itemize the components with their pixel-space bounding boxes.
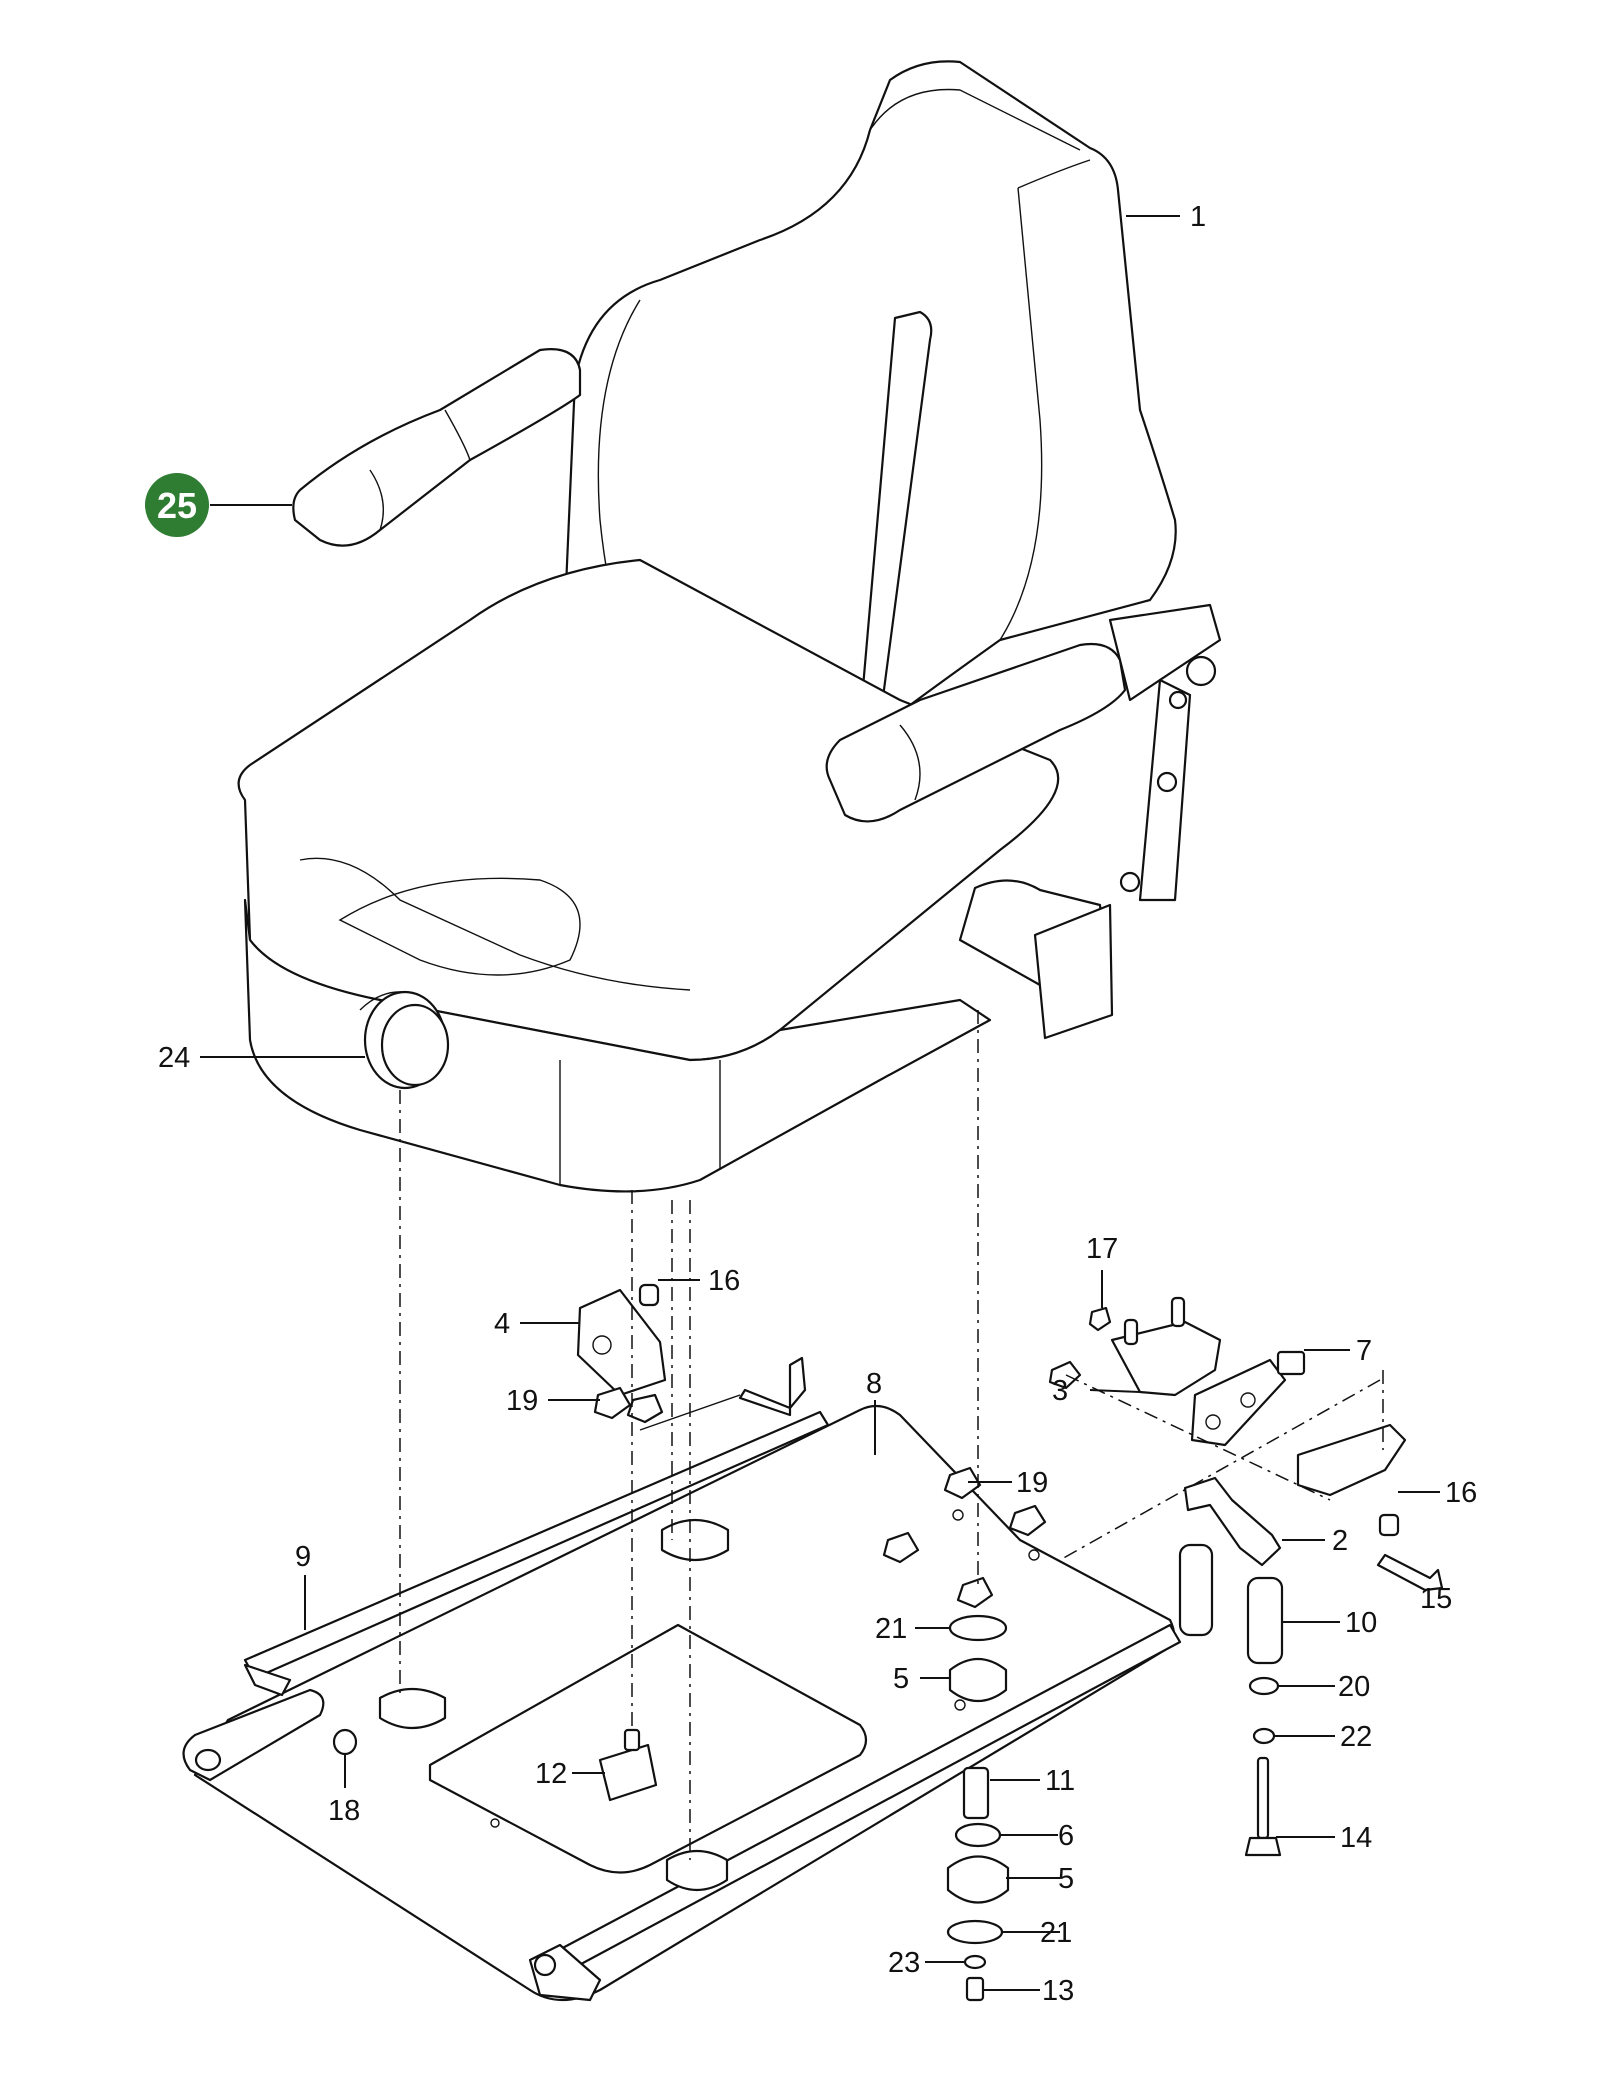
callout-11: 11 [1045, 1765, 1075, 1797]
callout-1: 1 [1190, 201, 1206, 233]
callout-5b: 5 [1058, 1863, 1074, 1895]
callout-2: 2 [1332, 1525, 1348, 1557]
callout-3: 3 [1052, 1375, 1068, 1407]
callout-24: 24 [158, 1042, 190, 1074]
callout-5a: 5 [893, 1663, 909, 1695]
highlight-badge[interactable]: 25 [145, 473, 209, 537]
callout-12: 12 [535, 1758, 567, 1790]
callout-13: 13 [1042, 1975, 1074, 2007]
callout-21b: 21 [1040, 1917, 1072, 1949]
callout-10: 10 [1345, 1607, 1377, 1639]
link-2 [1183, 1476, 1282, 1567]
callout-9: 9 [295, 1541, 311, 1573]
hardware [332, 1283, 1444, 2002]
callout-18: 18 [328, 1795, 360, 1827]
callouts: 1 2 3 4 5 5 6 7 8 9 10 11 12 13 14 15 16 [145, 201, 1477, 2007]
bracket-4 [576, 1288, 667, 1397]
callout-7: 7 [1356, 1335, 1372, 1367]
callout-23: 23 [888, 1947, 920, 1979]
callout-21a: 21 [875, 1613, 907, 1645]
callout-14: 14 [1340, 1822, 1372, 1854]
callout-15: 15 [1420, 1583, 1452, 1615]
callout-4: 4 [494, 1308, 510, 1340]
seat-assembly [237, 60, 1222, 1193]
assembly-guide-lines [399, 1010, 1384, 1860]
callout-20: 20 [1338, 1671, 1370, 1703]
callout-6: 6 [1058, 1820, 1074, 1852]
callout-22: 22 [1340, 1721, 1372, 1753]
callout-8: 8 [866, 1368, 882, 1400]
callout-19a: 19 [506, 1385, 538, 1417]
callout-16b: 16 [1445, 1477, 1477, 1509]
slide-rails [182, 1410, 1182, 2002]
latch-7 [1190, 1358, 1287, 1447]
callout-19b: 19 [1016, 1467, 1048, 1499]
callout-17: 17 [1086, 1233, 1118, 1265]
highlight-badge-label: 25 [157, 485, 197, 526]
callout-16a: 16 [708, 1265, 740, 1297]
